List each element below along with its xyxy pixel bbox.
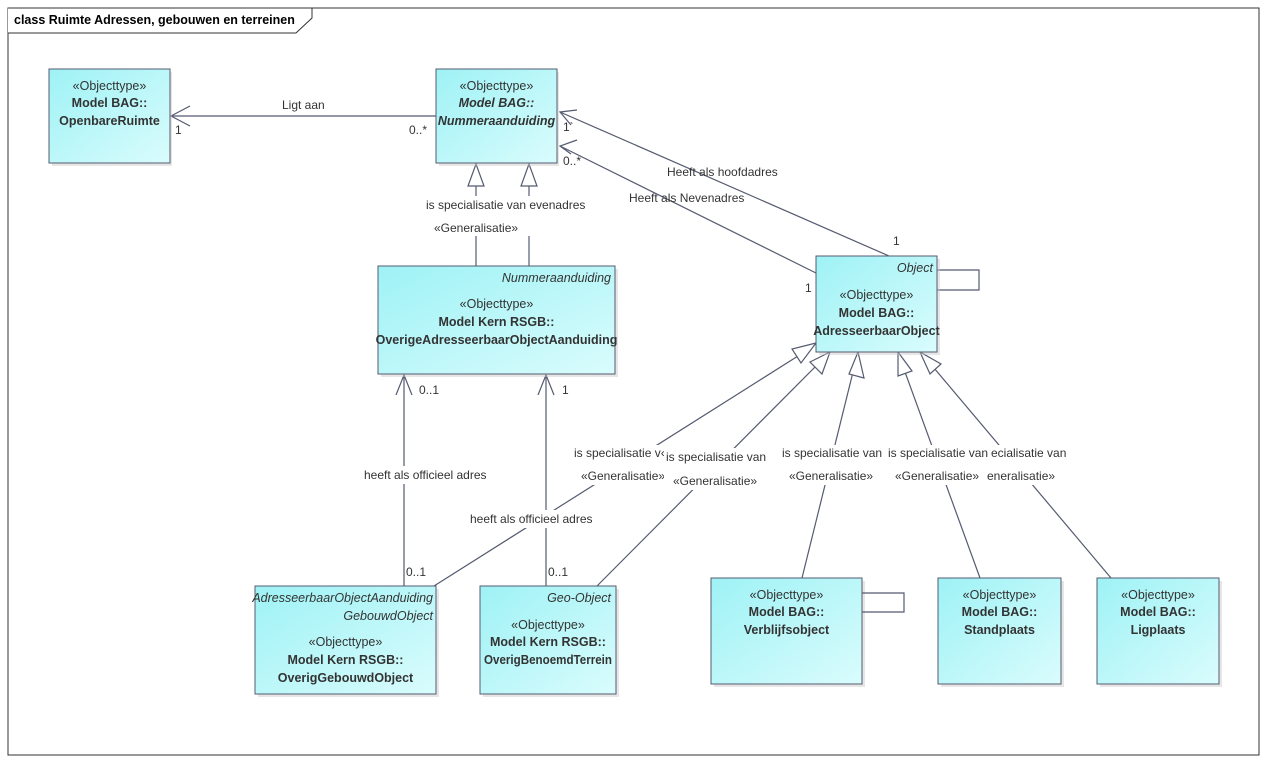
multiplicity-hoofdadres-top: 1` — [563, 120, 574, 134]
stereotype: «Objecttype» — [460, 297, 534, 311]
edge-label-gen-ligplaats: ecialisatie van — [991, 446, 1066, 460]
edge-stereotype-gen-verblijf: «Generalisatie» — [789, 469, 873, 483]
package-name: Model BAG:: — [459, 96, 535, 110]
package-name: Model BAG:: — [962, 605, 1038, 619]
edge-officieel-adres-2[interactable]: 1 0..1 — [537, 373, 569, 586]
multiplicity-nummeraanduiding: 0..* — [409, 123, 427, 137]
class-verblijfsobject[interactable]: «Objecttype» Model BAG:: Verblijfsobject — [710, 577, 865, 687]
edge-label-evenadres: is specialisatie van evenadres — [426, 198, 585, 212]
edge-heeft-als-hoofdadres[interactable]: Heeft als hoofdadres 1` 1 — [558, 109, 900, 257]
parent-class-1: AdresseerbaarObjectAanduiding — [251, 591, 433, 605]
stereotype: «Objecttype» — [963, 588, 1037, 602]
edge-label-officieel-2: heeft als officieel adres — [470, 512, 593, 526]
multiplicity-officieel-1-top: 0..1 — [419, 383, 439, 397]
class-name: Nummeraanduiding — [438, 114, 556, 128]
package-name: Model Kern RSGB:: — [490, 635, 606, 649]
diagram-frame: class Ruimte Adressen, gebouwen en terre… — [7, 7, 1260, 756]
parent-class: Geo-Object — [547, 591, 611, 605]
package-name: Model BAG:: — [1120, 605, 1196, 619]
edge-stereotype-evenadres: «Generalisatie» — [434, 221, 518, 235]
edge-label-gen-verblijf: is specialisatie van — [782, 446, 882, 460]
class-name: OpenbareRuimte — [59, 114, 160, 128]
edge-label-ligt-aan: Ligt aan — [282, 98, 325, 112]
class-openbare-ruimte[interactable]: «Objecttype» Model BAG:: OpenbareRuimte — [48, 68, 172, 166]
edge-officieel-adres-1[interactable]: heeft als officieel adres 0..1 0..1 — [360, 373, 498, 586]
edge-label-nevenadres: Heeft als Nevenadres — [629, 191, 744, 205]
multiplicity-officieel-1-bottom: 0..1 — [406, 565, 426, 579]
edge-label-hoofdadres: Heeft als hoofdadres — [667, 165, 778, 179]
class-overige-adresseerbaar-object-aanduiding[interactable]: Nummeraanduiding «Objecttype» Model Kern… — [376, 265, 618, 377]
package-name: Model BAG:: — [72, 96, 148, 110]
edge-heeft-als-nevenadres[interactable]: Heeft als Nevenadres 0..* 1 — [558, 139, 817, 295]
stereotype: «Objecttype» — [309, 635, 383, 649]
package-name: Model BAG:: — [839, 306, 915, 320]
generalisation-labels: is specialisatie v‹ «Generalisatie» is s… — [572, 445, 1070, 490]
edge-stereotype-gen-gebouwd: «Generalisatie» — [581, 469, 665, 483]
class-adresseerbaar-object[interactable]: Object «Objecttype» Model BAG:: Adressee… — [813, 255, 941, 355]
class-name: OverigBenoemdTerrein — [484, 653, 612, 667]
class-name: AdresseerbaarObject — [813, 324, 940, 338]
edge-stereotype-gen-terrein: «Generalisatie» — [673, 474, 757, 488]
multiplicity-nevenadres-top: 0..* — [563, 154, 581, 168]
stereotype: «Objecttype» — [1121, 588, 1195, 602]
edge-label-gen-terrein: is specialisatie van — [666, 450, 766, 464]
class-name: Verblijfsobject — [744, 623, 830, 637]
package-name: Model BAG:: — [749, 605, 825, 619]
stereotype: «Objecttype» — [460, 79, 534, 93]
class-name: OverigGebouwdObject — [278, 671, 414, 685]
class-overig-benoemd-terrein[interactable]: Geo-Object «Objecttype» Model Kern RSGB:… — [479, 585, 619, 697]
multiplicity-nevenadres-bottom: 1 — [805, 281, 812, 295]
class-name: Ligplaats — [1131, 623, 1186, 637]
stereotype: «Objecttype» — [511, 618, 585, 632]
parent-class-2: GebouwdObject — [343, 609, 433, 623]
multiplicity-officieel-2-top: 1 — [562, 383, 569, 397]
package-name: Model Kern RSGB:: — [288, 653, 404, 667]
class-nummeraanduiding[interactable]: «Objecttype» Model BAG:: Nummeraanduidin… — [435, 68, 559, 166]
parent-class: Nummeraanduiding — [502, 271, 611, 285]
stereotype: «Objecttype» — [73, 79, 147, 93]
multiplicity-openbare-ruimte: 1 — [175, 123, 182, 137]
class-ligplaats[interactable]: «Objecttype» Model BAG:: Ligplaats — [1096, 577, 1222, 687]
stereotype: «Objecttype» — [840, 288, 914, 302]
class-name: OverigeAdresseerbaarObjectAanduiding — [376, 333, 618, 347]
self-association-verblijfsobject[interactable] — [862, 592, 905, 613]
class-name: Standplaats — [964, 623, 1035, 637]
multiplicity-hoofdadres-bottom: 1 — [893, 234, 900, 248]
edge-generalisatie-evenadres[interactable]: is specialisatie van evenadres «Generali… — [420, 162, 592, 266]
class-overig-gebouwd-object[interactable]: AdresseerbaarObjectAanduiding GebouwdObj… — [251, 585, 439, 697]
edge-stereotype-gen-standplaats: «Generalisatie» — [895, 469, 979, 483]
edge-ligt-aan[interactable]: Ligt aan 1 0..* — [169, 98, 436, 137]
self-association-adresseerbaar-object[interactable] — [937, 269, 980, 291]
stereotype: «Objecttype» — [750, 588, 824, 602]
package-name: Model Kern RSGB:: — [439, 315, 555, 329]
parent-class: Object — [897, 261, 934, 275]
multiplicity-officieel-2-bottom: 0..1 — [548, 565, 568, 579]
edge-stereotype-gen-ligplaats: eneralisatie» — [987, 469, 1055, 483]
edge-label-officieel-1: heeft als officieel adres — [364, 468, 487, 482]
frame-title: class Ruimte Adressen, gebouwen en terre… — [14, 13, 295, 27]
edge-label-gen-gebouwd: is specialisatie v‹ — [574, 446, 665, 460]
class-standplaats[interactable]: «Objecttype» Model BAG:: Standplaats — [937, 577, 1064, 687]
edge-label-gen-standplaats: is specialisatie van — [888, 446, 988, 460]
